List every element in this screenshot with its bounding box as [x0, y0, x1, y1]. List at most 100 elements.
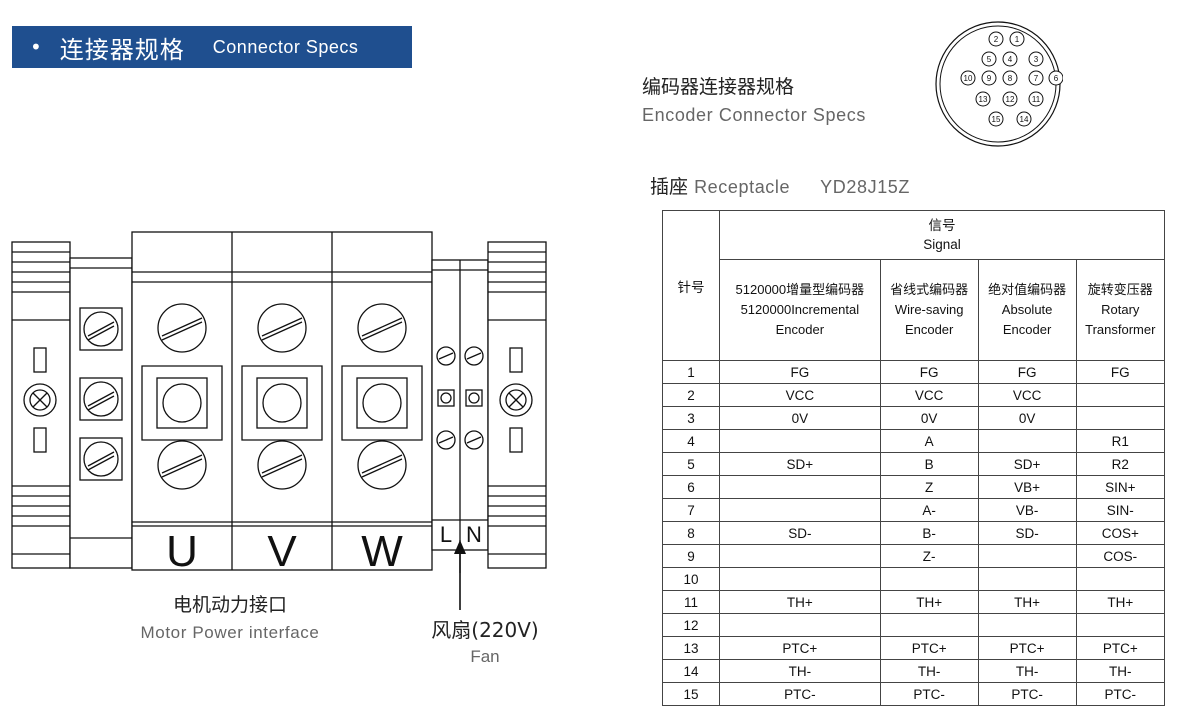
- pin-number-cell: 1: [662, 360, 720, 384]
- connector-pin: [1002, 91, 1018, 107]
- connector-pin-label: 15: [992, 115, 1001, 124]
- signal-cell: TH-: [977, 659, 1077, 683]
- receptacle-label-en: Receptacle: [694, 177, 791, 197]
- signal-cell: 0V: [879, 406, 979, 430]
- signal-cell: [719, 544, 881, 568]
- signal-cell: TH-: [879, 659, 979, 683]
- column-header-zh: 省线式编码器: [890, 282, 969, 297]
- column-header-en1: Absolute: [1001, 302, 1053, 317]
- signal-cell: SD-: [977, 521, 1077, 545]
- signal-cell: R1: [1075, 429, 1166, 453]
- signal-cell: TH+: [1075, 590, 1166, 614]
- terminal-v-label: V: [267, 527, 297, 573]
- signal-cell: [1075, 613, 1166, 637]
- fan-caption: 风扇(220V) Fan: [418, 614, 552, 667]
- column-header-zh: 5120000增量型编码器: [735, 282, 865, 297]
- motor-caption: 电机动力接口 Motor Power interface: [100, 590, 360, 643]
- signal-cell: PTC-: [977, 682, 1077, 706]
- signal-cell: VB+: [977, 475, 1077, 499]
- signal-cell: VCC: [719, 383, 881, 407]
- connector-pin: [975, 91, 991, 107]
- signal-cell: [1075, 567, 1166, 591]
- connector-pin-label: 6: [1054, 74, 1059, 83]
- column-header-en1: Wire-saving: [894, 302, 964, 317]
- signal-cell: [719, 498, 881, 522]
- banner-bullet: •: [30, 35, 42, 59]
- signal-cell: SIN-: [1075, 498, 1166, 522]
- signal-cell: [879, 613, 979, 637]
- signal-cell: TH+: [977, 590, 1077, 614]
- encoder-title-en: Encoder Connector Specs: [642, 105, 866, 125]
- connector-pin: [960, 70, 976, 86]
- signal-cell: Z-: [879, 544, 979, 568]
- signal-cell: [719, 429, 881, 453]
- connector-pin: [1002, 51, 1018, 67]
- uvw-terminals: U V W: [131, 231, 433, 573]
- signal-cell: 0V: [977, 406, 1077, 430]
- signal-header-en: Signal: [923, 237, 961, 252]
- signal-cell: VB-: [977, 498, 1077, 522]
- connector-pin-label: 12: [1006, 95, 1015, 104]
- signal-cell: [1075, 383, 1166, 407]
- connector-pin-label: 3: [1034, 55, 1039, 64]
- motor-terminal-block: U V W L N: [11, 231, 547, 573]
- connector-pin: [1009, 31, 1025, 47]
- terminal-u-body: [141, 303, 223, 490]
- signal-cell: PTC+: [1075, 636, 1166, 660]
- signal-cell: [879, 567, 979, 591]
- connector-pin-label: 7: [1034, 74, 1039, 83]
- signal-cell: [719, 567, 881, 591]
- signal-cell: [977, 613, 1077, 637]
- connector-pin-label: 8: [1008, 74, 1013, 83]
- signal-cell: VCC: [879, 383, 979, 407]
- signal-cell: SIN+: [1075, 475, 1166, 499]
- connector-pin-label: 9: [987, 74, 992, 83]
- signal-cell: TH-: [1075, 659, 1166, 683]
- signal-cell: [977, 429, 1077, 453]
- section-banner: • 连接器规格 Connector Specs: [12, 26, 412, 68]
- signal-cell: B: [879, 452, 979, 476]
- right-end-plate: [487, 241, 547, 569]
- signal-cell: [719, 613, 881, 637]
- pin-number-cell: 7: [662, 498, 720, 522]
- table-row: 12: [662, 613, 1166, 637]
- pin-number-cell: 2: [662, 383, 720, 407]
- signal-cell: B-: [879, 521, 979, 545]
- banner-title-zh: 连接器规格: [59, 35, 185, 64]
- connector-pin-label: 2: [994, 35, 999, 44]
- pin-number-cell: 11: [662, 590, 720, 614]
- signal-cell: COS+: [1075, 521, 1166, 545]
- connector-pin: [988, 111, 1004, 127]
- signal-cell: [977, 567, 1077, 591]
- signal-cell: PTC-: [879, 682, 979, 706]
- pin-number-cell: 8: [662, 521, 720, 545]
- fan-terminals: L N: [431, 259, 489, 551]
- column-header-en1: Rotary: [1101, 302, 1140, 317]
- signal-cell: FG: [879, 360, 979, 384]
- connector-pin-label: 13: [979, 95, 988, 104]
- pin-number-cell: 15: [662, 682, 720, 706]
- column-header-zh: 旋转变压器: [1087, 282, 1153, 297]
- signal-cell: SD-: [719, 521, 881, 545]
- terminal-v-body: [241, 303, 323, 490]
- signal-cell: [719, 475, 881, 499]
- connector-pin-label: 5: [987, 55, 992, 64]
- fan-caption-en: Fan: [470, 647, 500, 666]
- signal-cell: TH-: [719, 659, 881, 683]
- signal-cell: PTC+: [719, 636, 881, 660]
- signal-cell: SD+: [977, 452, 1077, 476]
- signal-cell: TH+: [879, 590, 979, 614]
- fan-arrow-pointer: [454, 540, 466, 610]
- signal-cell: 0V: [719, 406, 881, 430]
- pin-number-cell: 10: [662, 567, 720, 591]
